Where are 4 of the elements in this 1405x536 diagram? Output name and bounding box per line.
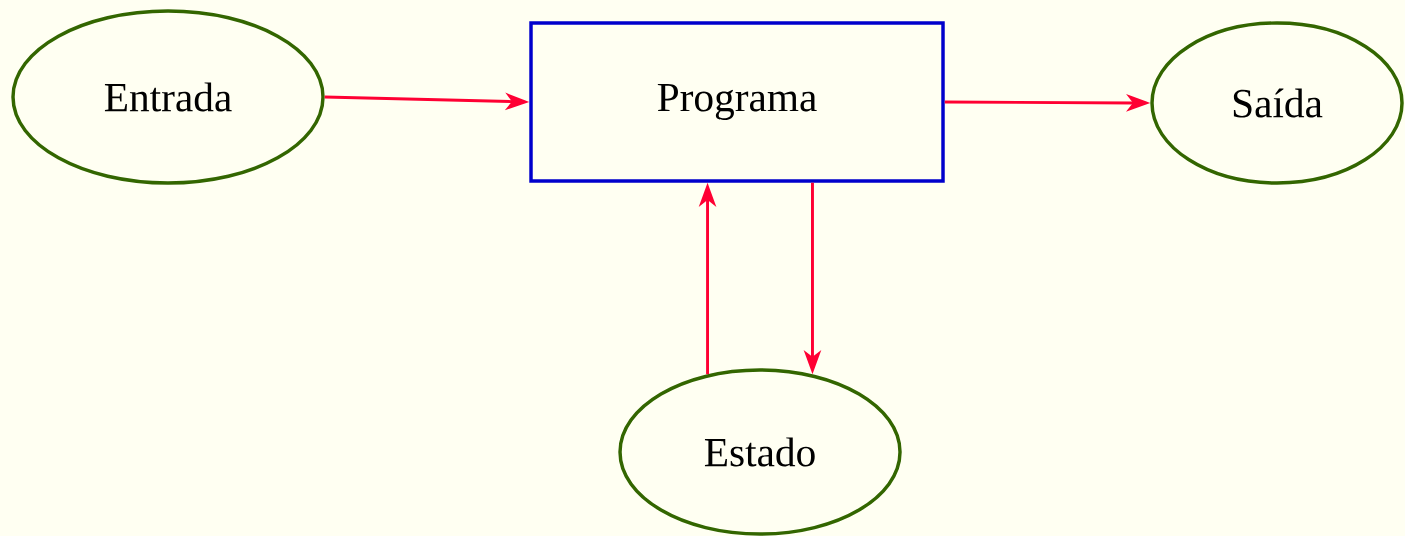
ellipse-node: Saída [1150, 21, 1404, 185]
ellipse-node: Entrada [11, 9, 325, 185]
ellipse-node: Estado [618, 368, 902, 536]
process-box: Programa [529, 21, 945, 183]
